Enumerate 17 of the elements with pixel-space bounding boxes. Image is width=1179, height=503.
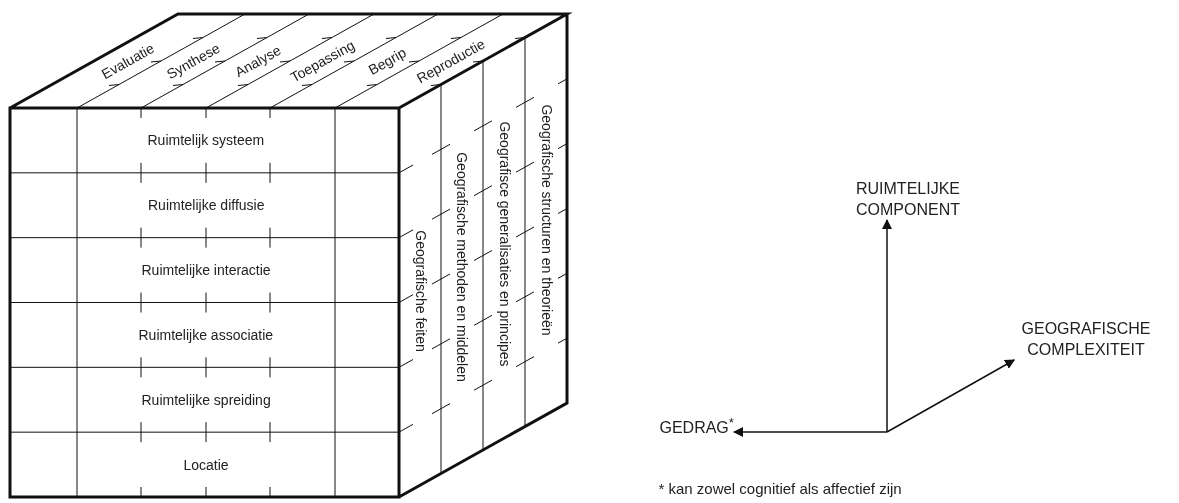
axis-label: RUIMTELIJKE COMPONENT	[820, 178, 996, 220]
row-label: Ruimtelijk systeem	[147, 132, 265, 149]
row-label: Ruimtelijke spreiding	[141, 391, 271, 408]
axis-arrow	[733, 427, 888, 437]
axis-label: GEOGRAFISCHE COMPLEXITEIT	[996, 318, 1176, 360]
column-label: Geografisce generalisaties en principes	[496, 121, 513, 367]
axis-arrow	[882, 219, 892, 433]
row-label: Locatie	[183, 456, 229, 473]
axis-label: GEDRAG$^{*}$	[612, 412, 734, 439]
row-label: Ruimtelijke diffusie	[148, 197, 265, 214]
column-label: Geografische feiten	[412, 230, 429, 352]
row-label: Ruimtelijke interactie	[141, 262, 271, 279]
axis-arrow	[886, 359, 1016, 433]
footnote: * kan zowel cognitief als affectief zijn	[658, 481, 902, 497]
row-label: Ruimtelijke associatie	[138, 326, 274, 343]
column-label: Geografische methoden en middelen	[453, 152, 470, 383]
column-label: Geografische structuren en theorieën	[538, 104, 555, 336]
